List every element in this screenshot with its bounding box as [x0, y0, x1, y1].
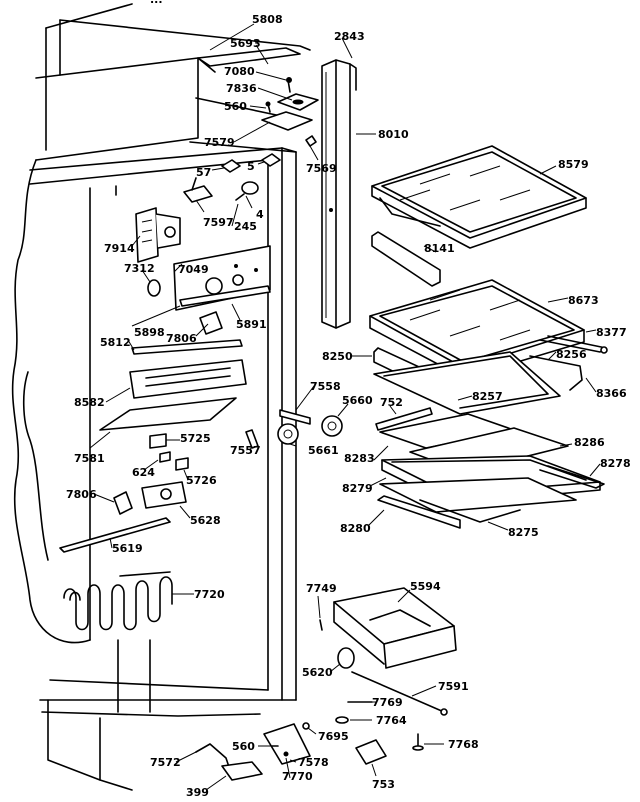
part-label-5661: 5661 — [308, 444, 339, 457]
part-label-8250: 8250 — [322, 350, 353, 363]
part-label-7579: 7579 — [204, 136, 235, 149]
part-label-7581: 7581 — [74, 452, 105, 465]
part-label-7768: 7768 — [448, 738, 479, 751]
part-label-624: 624 — [132, 466, 155, 479]
part-label-5660: 5660 — [342, 394, 373, 407]
part-label-5891: 5891 — [236, 318, 267, 331]
part-label-5693: 5693 — [230, 37, 261, 50]
part-label-5898: 5898 — [134, 326, 165, 339]
part-label-8286: 8286 — [574, 436, 605, 449]
left-components — [60, 48, 342, 630]
part-label-8377: 8377 — [596, 326, 627, 339]
part-label-8256: 8256 — [556, 348, 587, 361]
part-label-5: 5 — [247, 160, 255, 173]
part-label-753: 753 — [372, 778, 395, 791]
part-label-8141: 8141 — [424, 242, 455, 255]
part-label-7558: 7558 — [310, 380, 341, 393]
part-label-7572: 7572 — [150, 756, 181, 769]
part-label-7578: 7578 — [298, 756, 329, 769]
part-label-7569: 7569 — [306, 162, 337, 175]
frame-rail — [322, 60, 356, 328]
part-label-5594: 5594 — [410, 580, 441, 593]
part-label-399: 399 — [186, 786, 209, 799]
part-label-7770: 7770 — [282, 770, 313, 783]
part-label-8275: 8275 — [508, 526, 539, 539]
part-label-8278: 8278 — [600, 457, 631, 470]
part-label-7914: 7914 — [104, 242, 135, 255]
bottom-components — [196, 588, 456, 780]
part-label-7695: 7695 — [318, 730, 349, 743]
header-partial: ... — [150, 0, 163, 6]
part-label-5619: 5619 — [112, 542, 143, 555]
part-label-8673: 8673 — [568, 294, 599, 307]
part-label-5812: 5812 — [100, 336, 131, 349]
part-label-752: 752 — [380, 396, 403, 409]
part-label-7049: 7049 — [178, 263, 209, 276]
part-label-5808: 5808 — [252, 13, 283, 26]
part-label-7806-lower: 7806 — [66, 488, 97, 501]
part-label-7557: 7557 — [230, 444, 261, 457]
part-label-4: 4 — [256, 208, 264, 221]
part-label-560-top: 560 — [224, 100, 247, 113]
part-label-245: 245 — [234, 220, 257, 233]
leader-lines — [90, 24, 600, 790]
part-label-5628: 5628 — [190, 514, 221, 527]
part-labels: ... 5808 5693 2843 7080 7836 560 8010 75… — [66, 0, 631, 799]
part-label-8582: 8582 — [74, 396, 105, 409]
part-label-7597: 7597 — [203, 216, 234, 229]
part-label-8280: 8280 — [340, 522, 371, 535]
part-label-8010: 8010 — [378, 128, 409, 141]
part-label-8579: 8579 — [558, 158, 589, 171]
part-label-7720: 7720 — [194, 588, 225, 601]
part-label-7764: 7764 — [376, 714, 407, 727]
part-label-7312: 7312 — [124, 262, 155, 275]
shelves — [370, 146, 607, 528]
part-label-7591: 7591 — [438, 680, 469, 693]
part-label-7749: 7749 — [306, 582, 337, 595]
part-label-560-bottom: 560 — [232, 740, 255, 753]
part-label-5726: 5726 — [186, 474, 217, 487]
part-label-8283: 8283 — [344, 452, 375, 465]
part-label-7806-upper: 7806 — [166, 332, 197, 345]
part-label-7080: 7080 — [224, 65, 255, 78]
part-label-8279: 8279 — [342, 482, 373, 495]
part-label-5725: 5725 — [180, 432, 211, 445]
part-label-8366: 8366 — [596, 387, 627, 400]
part-label-57: 57 — [196, 166, 211, 179]
part-label-5620: 5620 — [302, 666, 333, 679]
part-label-8257: 8257 — [472, 390, 503, 403]
part-label-7836: 7836 — [226, 82, 257, 95]
part-label-2843: 2843 — [334, 30, 365, 43]
part-label-7769: 7769 — [372, 696, 403, 709]
